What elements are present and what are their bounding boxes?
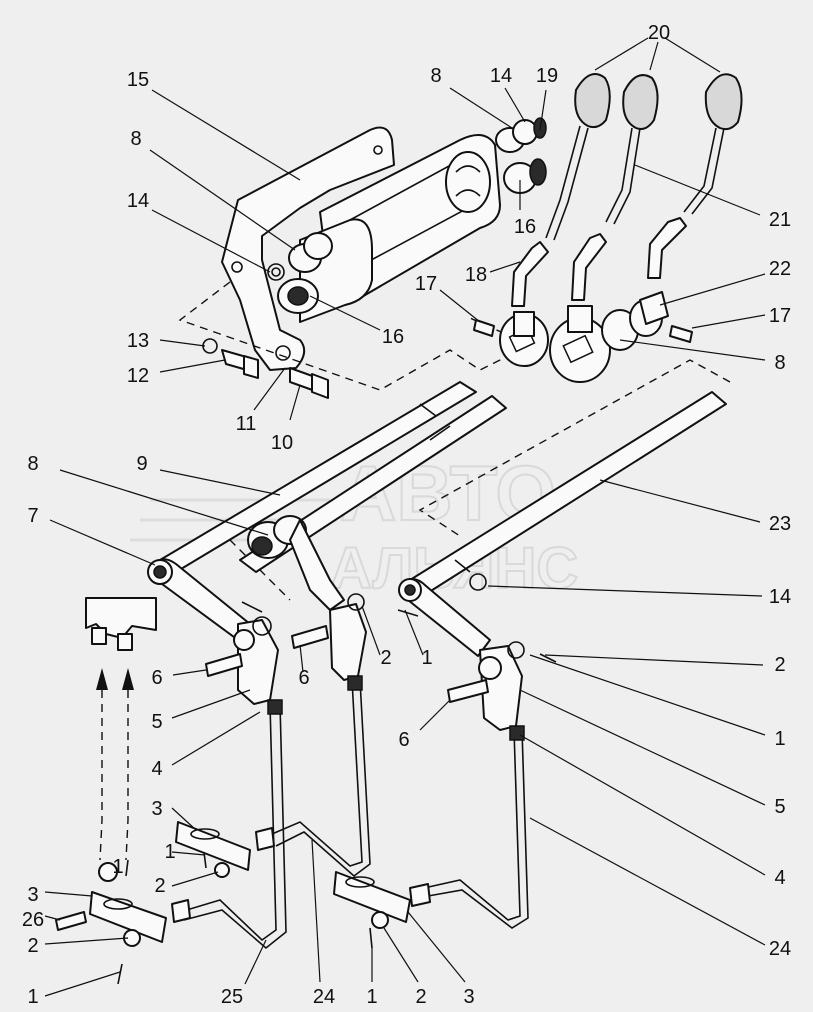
lever-lower-18 (511, 217, 687, 307)
callout-1-mid: 1 (421, 647, 432, 669)
lever-arm-7 (147, 558, 251, 641)
callout-12: 12 (127, 365, 149, 387)
callout-1-low: 1 (164, 841, 175, 863)
pin-6-left (205, 653, 243, 677)
callout-17-left: 17 (415, 273, 437, 295)
callout-8-right: 8 (774, 352, 785, 374)
dashed-guide-right (418, 359, 731, 537)
bolt-10 (289, 367, 329, 399)
callout-3-upper: 3 (151, 798, 162, 820)
assembly-dashed-outline (178, 281, 532, 391)
guide-arrow-left (99, 690, 103, 861)
callout-18: 18 (465, 264, 487, 286)
callout-16-right: 16 (514, 216, 536, 238)
connector-bracket (85, 597, 157, 651)
cotters-1-upper (241, 601, 557, 663)
spool-end-left (267, 232, 333, 314)
knob-middle (622, 74, 659, 130)
plate-3-upper (175, 821, 251, 871)
plate-3-lower-left (89, 891, 167, 943)
washer-2-d (371, 911, 389, 929)
cotter-1-d (125, 859, 129, 877)
callout-13: 13 (127, 330, 149, 352)
guide-arrow-heads (96, 668, 134, 690)
callout-11: 11 (236, 413, 257, 435)
callout-2-bottom: 2 (415, 986, 426, 1008)
callout-22: 22 (769, 258, 791, 280)
cotter-1-b (369, 927, 373, 949)
spool-end-right (495, 117, 547, 194)
callout-1-bottom: 1 (366, 986, 377, 1008)
callout-7: 7 (27, 505, 38, 527)
knob-left (574, 73, 611, 129)
callout-14: 14 (127, 190, 149, 212)
washer-13 (202, 338, 218, 354)
callout-5-left: 5 (151, 711, 162, 733)
callout-labels: 15 8 14 13 12 11 10 16 8 14 19 16 20 21 … (22, 22, 791, 1008)
callout-6-left: 6 (151, 667, 162, 689)
callout-24-bottom: 24 (313, 986, 335, 1008)
bolt-12 (221, 349, 259, 379)
callout-24-right: 24 (769, 938, 791, 960)
washer-2-b (98, 862, 118, 882)
rod-24-middle (255, 679, 371, 878)
callout-23: 23 (769, 513, 791, 535)
callout-4-right: 4 (774, 867, 785, 889)
rod-25 (171, 703, 287, 950)
pin-26 (55, 911, 87, 931)
callout-2-mid: 2 (380, 647, 391, 669)
callout-2-right: 2 (774, 654, 785, 676)
callout-1-left: 1 (112, 856, 123, 878)
callout-2-bottom-left: 2 (27, 935, 38, 957)
callout-15: 15 (127, 69, 149, 91)
callout-3-bottom: 3 (463, 986, 474, 1008)
rod-threads-4 (267, 675, 525, 741)
callout-5-right: 5 (774, 796, 785, 818)
callout-1-bottom-left: 1 (27, 986, 38, 1008)
plate-3-lower-right (333, 871, 411, 923)
callout-14-top: 14 (490, 65, 512, 87)
callout-6-right: 6 (398, 729, 409, 751)
washer-2-a (214, 862, 230, 878)
valve-bracket-15 (221, 126, 395, 371)
callout-16-left: 16 (382, 326, 404, 348)
callout-14-right: 14 (769, 586, 791, 608)
callout-17-right: 17 (769, 305, 791, 327)
callout-21: 21 (769, 209, 791, 231)
pin-6-right (447, 679, 489, 703)
knob-right (704, 73, 743, 131)
pin-6-middle (291, 625, 329, 649)
leader-lines (44, 37, 766, 997)
callout-2-left: 2 (154, 875, 165, 897)
callout-4-left: 4 (151, 758, 162, 780)
snap-ring-14 (469, 573, 487, 591)
callout-6-mid: 6 (298, 667, 309, 689)
guide-arrow-right (125, 690, 129, 861)
cotter-1-a (117, 963, 123, 985)
callout-26: 26 (22, 909, 44, 931)
lever-hubs (499, 291, 669, 383)
callout-20: 20 (648, 22, 670, 44)
callout-10: 10 (271, 432, 293, 454)
callout-1-right: 1 (774, 728, 785, 750)
lever-rods-21 (545, 125, 725, 241)
callout-8-left: 8 (27, 453, 38, 475)
callout-8: 8 (130, 128, 141, 150)
pins-17 (473, 319, 693, 343)
callout-3-left: 3 (27, 884, 38, 906)
rod-24-right (409, 729, 529, 929)
callout-9: 9 (136, 453, 147, 475)
callout-25: 25 (221, 986, 243, 1008)
callout-19: 19 (536, 65, 558, 87)
callout-8-top: 8 (430, 65, 441, 87)
